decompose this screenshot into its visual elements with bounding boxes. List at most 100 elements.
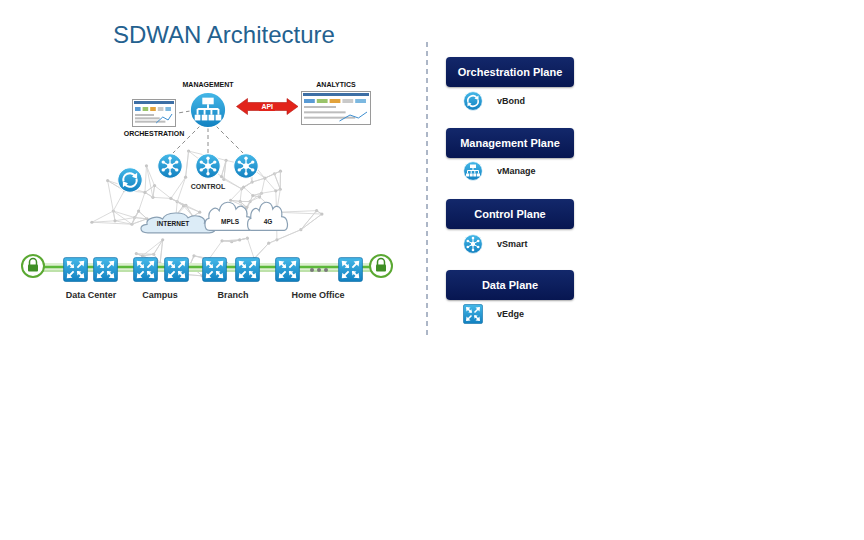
control-icons [118, 154, 258, 192]
mesh-line [135, 218, 147, 219]
dashed-link [178, 111, 190, 113]
plane-title: Control Plane [474, 208, 546, 221]
vsmart-icon [158, 154, 182, 178]
mesh-line [221, 160, 226, 176]
site-label: Home Office [291, 290, 344, 301]
mesh-line [139, 211, 147, 219]
mesh-line [92, 211, 113, 222]
mesh-line [277, 230, 301, 240]
lock-shackle [30, 259, 37, 266]
mesh-dot [320, 212, 323, 215]
mesh-line [274, 174, 280, 189]
vmanage-icon [190, 92, 226, 128]
mesh-dot [275, 238, 278, 241]
mesh-line [277, 230, 301, 240]
component-label: ANALYTICS [316, 80, 355, 89]
mesh-line [160, 240, 163, 264]
component-label: MANAGEMENT [183, 80, 234, 89]
mesh-line [135, 218, 147, 219]
router-icon [94, 258, 118, 282]
mesh-line [184, 206, 200, 212]
mesh-dot [229, 199, 232, 202]
mesh-line [277, 211, 317, 213]
screen-row [135, 121, 165, 123]
screen-header [303, 93, 369, 96]
mesh-line [108, 181, 114, 211]
component-name: vEdge [497, 309, 524, 320]
cloud-label: INTERNET [157, 220, 190, 228]
mesh-line [115, 218, 135, 221]
mesh-line [139, 211, 147, 219]
screen-bar [150, 107, 156, 111]
mesh-line [244, 187, 253, 195]
dashed-link [208, 128, 209, 153]
plane-box: Orchestration Plane [446, 57, 574, 87]
screen-bar [143, 107, 149, 111]
mesh-line [301, 214, 322, 230]
plane-title: Data Plane [482, 279, 538, 292]
router-icon [165, 258, 189, 282]
screenshot-thumbnail [301, 91, 371, 125]
component-name: vBond [497, 96, 525, 107]
mesh-dot [169, 197, 172, 200]
mesh-dot [113, 219, 116, 222]
mesh-dot [251, 194, 254, 197]
screen-row [135, 114, 154, 116]
mesh-line [153, 186, 155, 198]
group-label: CONTROL [189, 182, 228, 191]
site-label: Campus [142, 290, 178, 301]
mesh-line [146, 166, 152, 198]
vbond-icon [118, 168, 142, 192]
edge-label: API [259, 103, 275, 111]
mesh-line [262, 191, 276, 193]
screen-row [304, 111, 346, 113]
component-name: vManage [497, 166, 536, 177]
mesh-line [231, 189, 242, 200]
lock-shackle [378, 259, 385, 266]
mesh-line [242, 182, 253, 189]
lock-ring [370, 255, 392, 277]
site-label: Data Center [66, 290, 117, 301]
router-icon [64, 258, 88, 282]
router-icon [203, 258, 227, 282]
mesh-dot [267, 242, 270, 245]
screen-row [304, 106, 336, 108]
mesh-line [242, 182, 253, 189]
screen-bar [342, 99, 353, 103]
mesh-dot [106, 179, 109, 182]
mesh-line [277, 212, 322, 214]
router-icon [134, 258, 158, 282]
mesh-line [177, 177, 185, 201]
mesh-line [153, 197, 171, 198]
mesh-line [209, 241, 222, 259]
management-icon [189, 91, 227, 129]
mesh-line [265, 171, 281, 178]
vmanage-icon [464, 162, 483, 181]
lock-body [376, 265, 386, 272]
screen-bar [317, 99, 328, 103]
screenshot-thumbnail [132, 99, 176, 127]
mesh-line [145, 166, 146, 193]
cloud-shape [205, 202, 254, 230]
mesh-dot [274, 189, 277, 192]
mesh-dot [238, 238, 241, 241]
vsmart-icon [196, 154, 220, 178]
mesh-line [186, 151, 189, 177]
component-node: MANAGEMENT [183, 80, 234, 129]
mesh-dot [220, 175, 223, 178]
mesh-line [115, 221, 132, 224]
mesh-line [113, 211, 132, 224]
mesh-line [113, 191, 124, 211]
router-icon [276, 258, 300, 282]
mesh-line [252, 178, 265, 182]
mesh-line [171, 198, 186, 205]
lock-symbol [370, 255, 392, 277]
divider-line [427, 42, 428, 338]
mesh-line [113, 211, 134, 218]
api-arrow [237, 99, 299, 115]
component-node: ANALYTICS [301, 80, 371, 125]
cloud-shape [141, 213, 215, 233]
cloud-label: MPLS [221, 218, 239, 226]
mesh-line [240, 189, 241, 202]
